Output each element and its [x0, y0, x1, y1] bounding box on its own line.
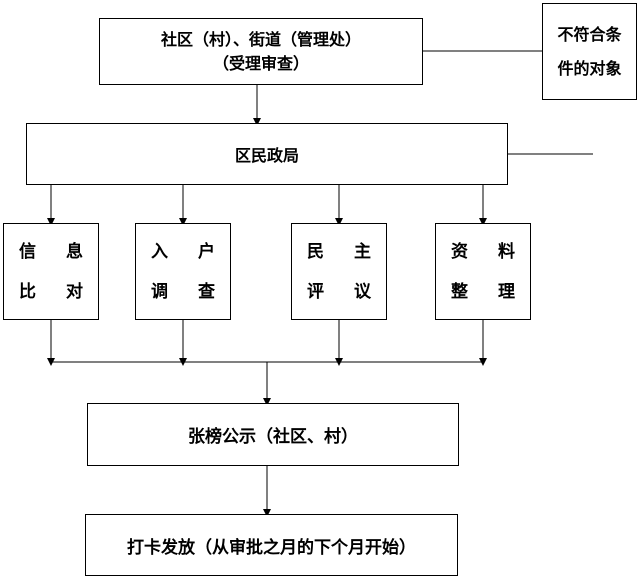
rejected-applicants-box: 不符合条 件的对象 — [542, 3, 637, 100]
step-data-organization-box: 资 料 整 理 — [435, 223, 531, 320]
step-home-visit-line2: 调 查 — [151, 281, 227, 302]
step-home-visit-box: 入 户 调 查 — [135, 223, 231, 320]
card-payment-box: 打卡发放（从审批之月的下个月开始） — [85, 514, 458, 576]
district-bureau-label: 区民政局 — [234, 146, 299, 165]
rejected-applicants-line1: 不符合条 — [557, 24, 622, 44]
step-data-organization-line1: 资 料 — [451, 241, 527, 262]
step-info-comparison-box: 信 息 比 对 — [3, 223, 99, 320]
step-data-organization-line2: 整 理 — [451, 281, 527, 302]
step-democratic-review-line2: 评 议 — [307, 281, 383, 302]
community-office-subtitle: （受理审查） — [212, 53, 309, 73]
district-bureau-box: 区民政局 — [26, 123, 508, 185]
community-office-box: 社区（村）、街道（管理处） （受理审查） — [99, 18, 423, 85]
step-democratic-review-box: 民 主 评 议 — [291, 223, 387, 320]
step-info-comparison-line1: 信 息 — [19, 241, 95, 262]
card-payment-label: 打卡发放（从审批之月的下个月开始） — [127, 537, 416, 558]
rejected-applicants-line2: 件的对象 — [557, 58, 622, 78]
public-notice-label: 张榜公示（社区、村） — [188, 427, 358, 447]
public-notice-box: 张榜公示（社区、村） — [87, 403, 459, 466]
step-democratic-review-line1: 民 主 — [307, 241, 383, 262]
step-home-visit-line1: 入 户 — [151, 241, 227, 262]
step-info-comparison-line2: 比 对 — [19, 281, 95, 302]
community-office-title: 社区（村）、街道（管理处） — [160, 29, 361, 49]
